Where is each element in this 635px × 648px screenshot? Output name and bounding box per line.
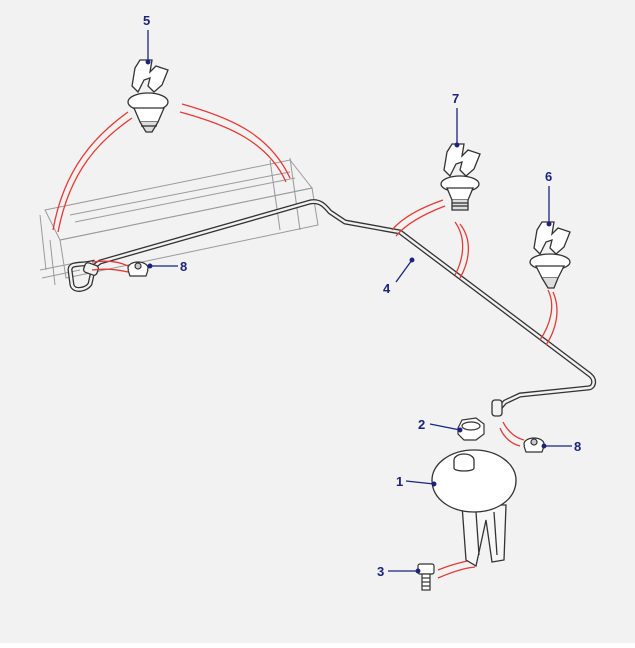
reservoir-cap	[457, 417, 485, 441]
callout-1: 1	[396, 474, 404, 489]
hose-clamp-left	[127, 261, 149, 277]
callout-leaders	[145, 30, 572, 574]
callout-4: 4	[383, 281, 391, 296]
bolt	[417, 563, 435, 591]
expansion-tank	[431, 449, 517, 568]
callout-5: 5	[143, 13, 151, 28]
callout-7: 7	[452, 91, 460, 106]
callout-6: 6	[545, 169, 553, 184]
hose-pipe	[67, 199, 597, 417]
clip-top	[127, 59, 169, 133]
radiator	[39, 157, 319, 286]
clip-middle	[440, 143, 481, 211]
red-indicator-lines	[52, 103, 558, 579]
callout-2: 2	[418, 417, 426, 432]
callout-8-right: 8	[574, 439, 582, 454]
hose-clamp-right	[523, 437, 545, 453]
clip-right	[529, 221, 571, 289]
callout-8-left: 8	[180, 259, 188, 274]
callout-3: 3	[377, 564, 385, 579]
